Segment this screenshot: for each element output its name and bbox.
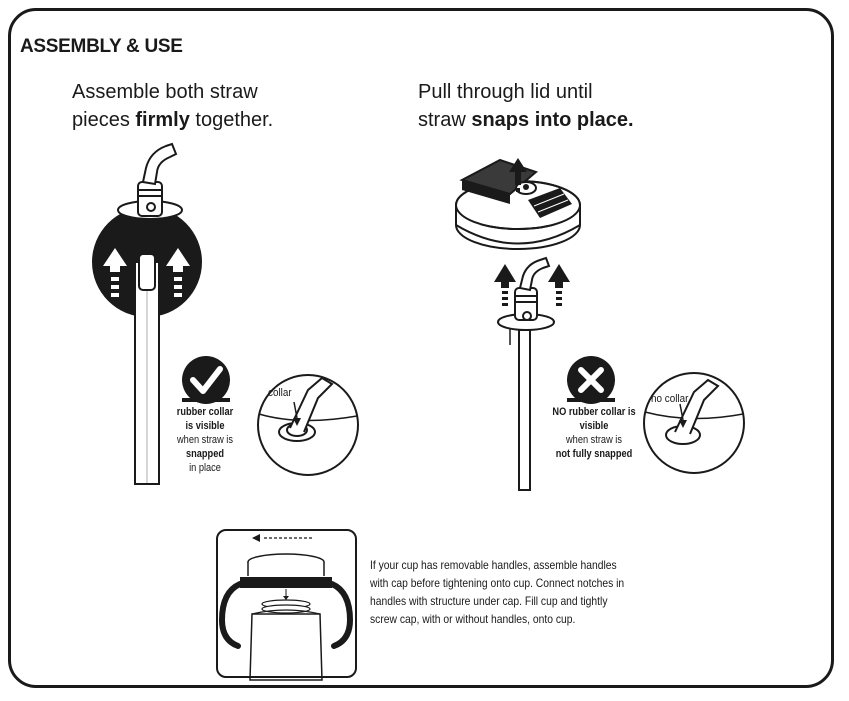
correct-caption: rubber collar is visible when straw is s…: [159, 405, 251, 475]
incorrect-caption: NO rubber collar is visible when straw i…: [537, 405, 651, 461]
x-icon: [567, 356, 615, 404]
incorrect-caption-line4: not fully snapped: [555, 448, 633, 460]
incorrect-caption-line1: NO rubber collar is: [552, 406, 636, 418]
rotate-arrow-icon: [252, 534, 312, 542]
step2-line1: Pull through lid until: [418, 81, 593, 103]
step2-emphasis: snaps into place.: [471, 109, 634, 131]
step2-lid-illustration: [455, 158, 581, 250]
correct-caption-line1: rubber collar: [176, 406, 234, 418]
incorrect-caption-line2: visible: [579, 420, 609, 432]
step1-instruction: Assemble both straw pieces firmly togeth…: [72, 78, 273, 134]
correct-caption-line2: is visible: [185, 420, 225, 432]
incorrect-caption-line3: when straw is: [566, 434, 622, 446]
section-title: ASSEMBLY & USE: [20, 36, 183, 57]
up-arrow-icon: [548, 264, 570, 306]
step1-straw-illustration: [92, 142, 202, 485]
up-arrow-icon: [103, 248, 127, 297]
handles-illustration-frame: [216, 529, 357, 678]
step2-instruction: Pull through lid until straw snaps into …: [418, 78, 634, 134]
no-collar-callout: no collar: [651, 393, 689, 405]
handles-instructions: If your cup has removable handles, assem…: [370, 558, 625, 626]
collar-detail-magnifier: [257, 374, 359, 476]
correct-caption-line4: snapped: [185, 448, 224, 460]
up-arrow-icon: [166, 248, 190, 297]
check-icon: [182, 356, 230, 404]
collar-callout: collar: [268, 387, 292, 399]
no-collar-detail-magnifier: [643, 372, 745, 474]
step2-straw-illustration: [494, 256, 570, 491]
correct-caption-line5: in place: [189, 462, 221, 474]
step1-line1: Assemble both straw: [72, 81, 258, 103]
page-frame: [8, 8, 834, 688]
up-arrow-icon: [494, 264, 516, 306]
step1-line2-post: together.: [189, 109, 274, 131]
step1-emphasis: firmly: [135, 109, 190, 131]
correct-caption-line3: when straw is: [177, 434, 233, 446]
step2-line2-pre: straw: [418, 109, 472, 131]
handles-illustration: [218, 534, 354, 681]
step1-line2-pre: pieces: [72, 109, 136, 131]
